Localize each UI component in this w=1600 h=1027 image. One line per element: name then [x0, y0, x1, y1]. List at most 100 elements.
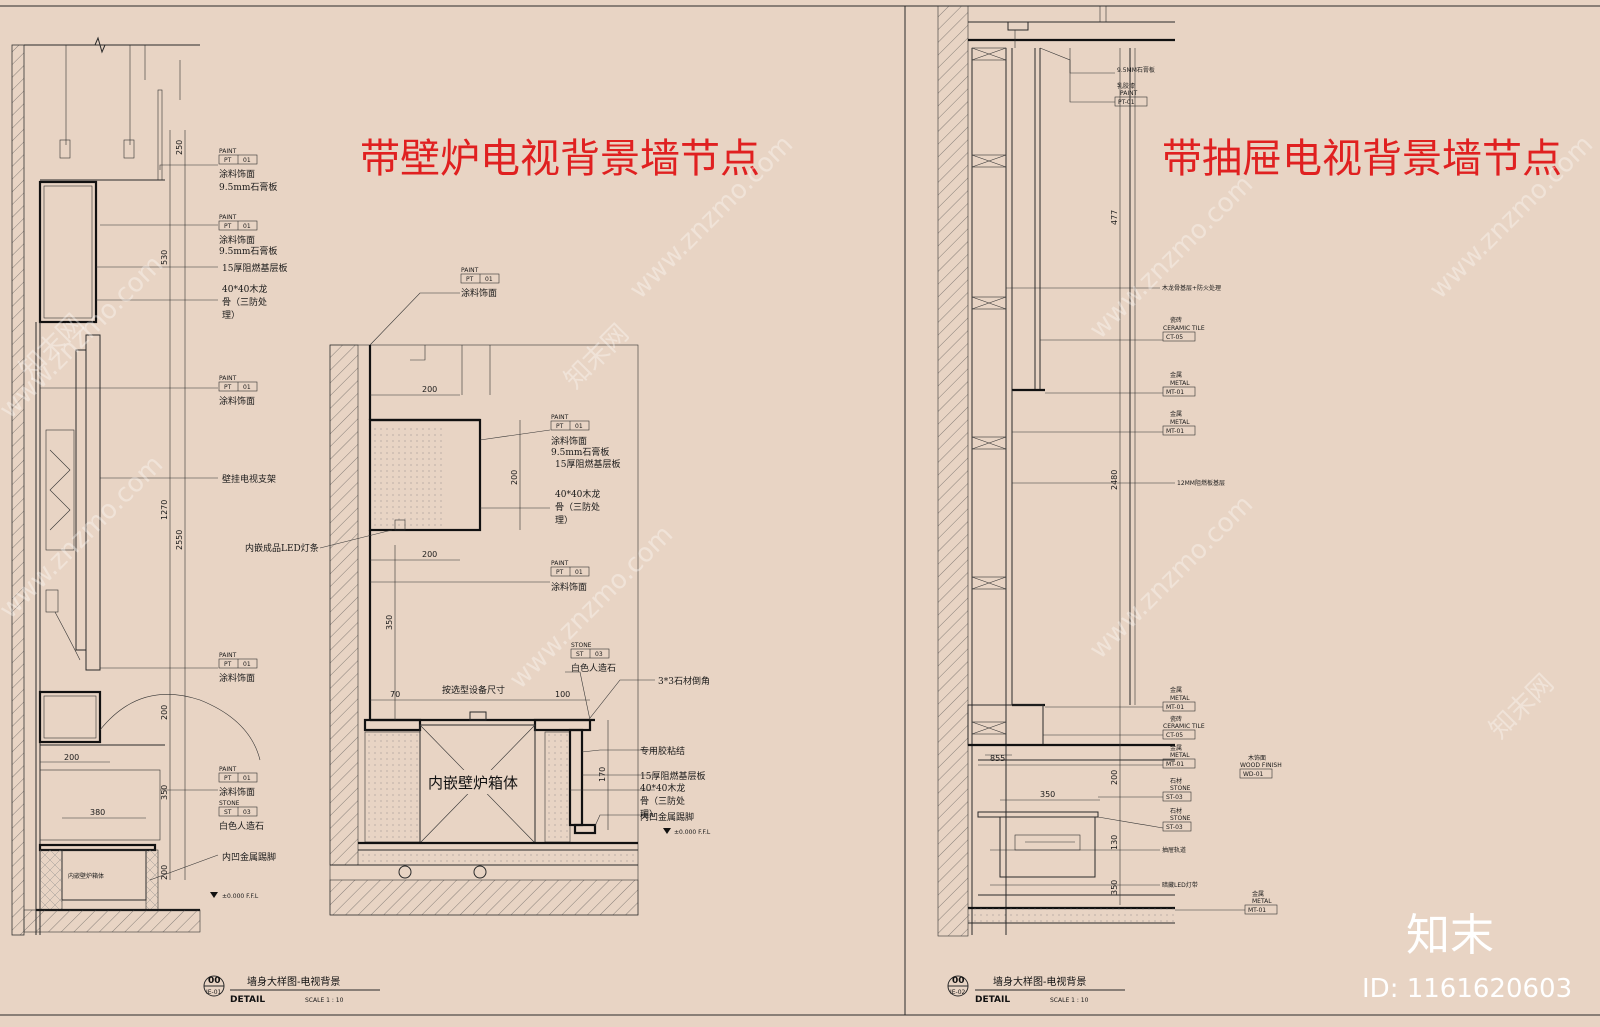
mid-wood2: 骨（三防处	[555, 501, 600, 513]
mid-glue: 专用胶粘结	[640, 745, 685, 757]
svg-text:MT-01: MT-01	[1166, 389, 1184, 396]
svg-text:MT-01: MT-01	[1166, 761, 1184, 768]
r-label-st03b: 石材 STONE ST-03	[1162, 807, 1192, 832]
svg-text:PAINT: PAINT	[551, 560, 569, 567]
svg-text:涂料饰面: 涂料饰面	[219, 168, 255, 180]
r-label-st03a: 石材 STONE ST-03	[1162, 777, 1192, 802]
svg-text:03: 03	[243, 809, 251, 816]
title-block-1: 00 IE-01 墙身大样图-电视背景 DETAIL SCALE 1 : 10	[203, 975, 380, 1005]
r-dim-130: 130	[1110, 835, 1119, 850]
svg-text:STONE: STONE	[571, 642, 592, 649]
svg-text:知末网: 知末网	[1484, 669, 1560, 745]
r-label-wd01: 木饰面 WOOD FINISH WD-01	[1239, 754, 1282, 779]
dim-1270: 1270	[160, 500, 169, 520]
r-label-ct05b: 瓷砖 CERAMIC TILE CT-05	[1162, 715, 1205, 740]
svg-text:15厚阻燃基层板: 15厚阻燃基层板	[555, 458, 620, 470]
svg-text:01: 01	[575, 569, 583, 576]
svg-text:CERAMIC TILE: CERAMIC TILE	[1163, 723, 1205, 730]
mid-dim-170: 170	[598, 767, 607, 782]
r-rail: 抽屉轨道	[1162, 846, 1186, 854]
mid-dim-200a: 200	[422, 385, 437, 394]
svg-text:STONE: STONE	[219, 800, 240, 807]
mid-label-p3: PAINT PT 01 涂料饰面	[550, 560, 590, 593]
left-label-paint1: PAINT PT 01 涂料饰面 9.5mm石膏板	[218, 148, 277, 193]
r-label-mt01c: 金属 METAL MT-01	[1162, 686, 1196, 712]
svg-text:白色人造石: 白色人造石	[219, 820, 264, 832]
mid-wood4: 40*40木龙	[640, 782, 685, 794]
title-fireplace: 带壁炉电视背景墙节点	[360, 136, 760, 182]
dim-380: 380	[90, 808, 105, 817]
dim-2550: 2550	[175, 530, 184, 550]
r-label-mt01d: 金属 METAL MT-01	[1162, 744, 1196, 769]
svg-text:01: 01	[575, 423, 583, 430]
left-label-base15: 15厚阻燃基层板	[222, 262, 287, 274]
svg-text:PAINT: PAINT	[219, 766, 237, 773]
mid-label-stone: STONE ST 03 白色人造石	[570, 642, 616, 674]
svg-text:ST-03: ST-03	[1166, 824, 1183, 831]
svg-text:石材: 石材	[1170, 777, 1182, 785]
svg-text:www.znzmo.com: www.znzmo.com	[0, 450, 169, 625]
r-dim-855: 855	[990, 754, 1005, 763]
title-block-2: 00 IE-02 墙身大样图-电视背景 DETAIL SCALE 1 : 10	[947, 975, 1125, 1005]
svg-text:STONE: STONE	[1170, 785, 1191, 792]
left-label-tv-bracket: 壁挂电视支架	[222, 473, 276, 485]
mid-kick: 内凹金属踢脚	[640, 811, 694, 823]
mid-level: ±0.000 F.F.L	[674, 829, 711, 836]
svg-text:00: 00	[952, 976, 965, 986]
r-wood-frame: 木龙骨基层+防火处理	[1162, 284, 1221, 292]
svg-text:01: 01	[485, 276, 493, 283]
svg-text:金属: 金属	[1170, 371, 1182, 379]
svg-text:白色人造石: 白色人造石	[571, 662, 616, 674]
svg-text:01: 01	[243, 157, 251, 164]
svg-text:PT: PT	[224, 775, 232, 782]
dim-250: 250	[175, 140, 184, 155]
svg-text:CT-05: CT-05	[1166, 732, 1183, 739]
svg-text:木饰面: 木饰面	[1248, 754, 1266, 762]
svg-text:IE-01: IE-01	[206, 989, 222, 996]
left-label-wood2: 骨（三防处	[222, 296, 267, 308]
mid-dim-100: 100	[555, 690, 570, 699]
mid-wood6: 理）	[640, 809, 658, 820]
left-elevation: 内嵌壁炉箱体 250 530 1270 2550 200 350 200 200…	[11, 36, 287, 936]
svg-text:01: 01	[243, 775, 251, 782]
svg-text:瓷砖: 瓷砖	[1170, 316, 1182, 324]
mid-dim-70: 70	[390, 690, 400, 699]
svg-text:涂料饰面: 涂料饰面	[219, 786, 255, 798]
r-dim-350: 350	[1040, 790, 1055, 799]
svg-text:金属: 金属	[1170, 686, 1182, 694]
svg-text:涂料饰面: 涂料饰面	[219, 395, 255, 407]
svg-text:SCALE 1 : 10: SCALE 1 : 10	[1050, 997, 1089, 1004]
svg-text:瓷砖: 瓷砖	[1170, 715, 1182, 723]
r-label-ct05a: 瓷砖 CERAMIC TILE CT-05	[1162, 316, 1205, 342]
svg-text:CERAMIC TILE: CERAMIC TILE	[1163, 325, 1205, 332]
left-label-wood3: 理）	[222, 310, 240, 321]
r-ledstrip: 暗藏LED灯带	[1162, 881, 1198, 889]
svg-text:DETAIL: DETAIL	[975, 995, 1010, 1005]
svg-text:PT: PT	[224, 661, 232, 668]
left-label-paint5: PAINT PT 01 涂料饰面	[218, 766, 258, 798]
svg-text:金属: 金属	[1170, 410, 1182, 418]
r-base12: 12MM阻燃板基层	[1177, 479, 1225, 487]
svg-text:PAINT: PAINT	[219, 214, 237, 221]
svg-text:METAL: METAL	[1170, 380, 1190, 387]
svg-text:乳胶漆: 乳胶漆	[1117, 82, 1135, 90]
svg-text:METAL: METAL	[1170, 419, 1190, 426]
dim-350: 350	[160, 785, 169, 800]
svg-text:PAINT: PAINT	[1120, 90, 1138, 97]
svg-text:PT: PT	[224, 223, 232, 230]
svg-text:墙身大样图-电视背景: 墙身大样图-电视背景	[247, 975, 340, 988]
mid-label-p1: PAINT PT 01 涂料饰面	[460, 267, 500, 299]
svg-text:涂料饰面: 涂料饰面	[219, 234, 255, 246]
mid-chamfer: 3*3石材倒角	[658, 675, 710, 687]
svg-text:01: 01	[243, 661, 251, 668]
r-dim-2480: 2480	[1110, 470, 1119, 490]
svg-text:DETAIL: DETAIL	[230, 995, 265, 1005]
svg-text:涂料饰面: 涂料饰面	[551, 581, 587, 593]
left-level: ±0.000 F.F.L	[222, 893, 259, 900]
title-drawer: 带抽屉电视背景墙节点	[1162, 136, 1562, 182]
svg-text:PT: PT	[224, 157, 232, 164]
svg-text:PT: PT	[466, 276, 474, 283]
svg-text:涂料饰面: 涂料饰面	[551, 435, 587, 447]
svg-text:金属: 金属	[1170, 744, 1182, 752]
